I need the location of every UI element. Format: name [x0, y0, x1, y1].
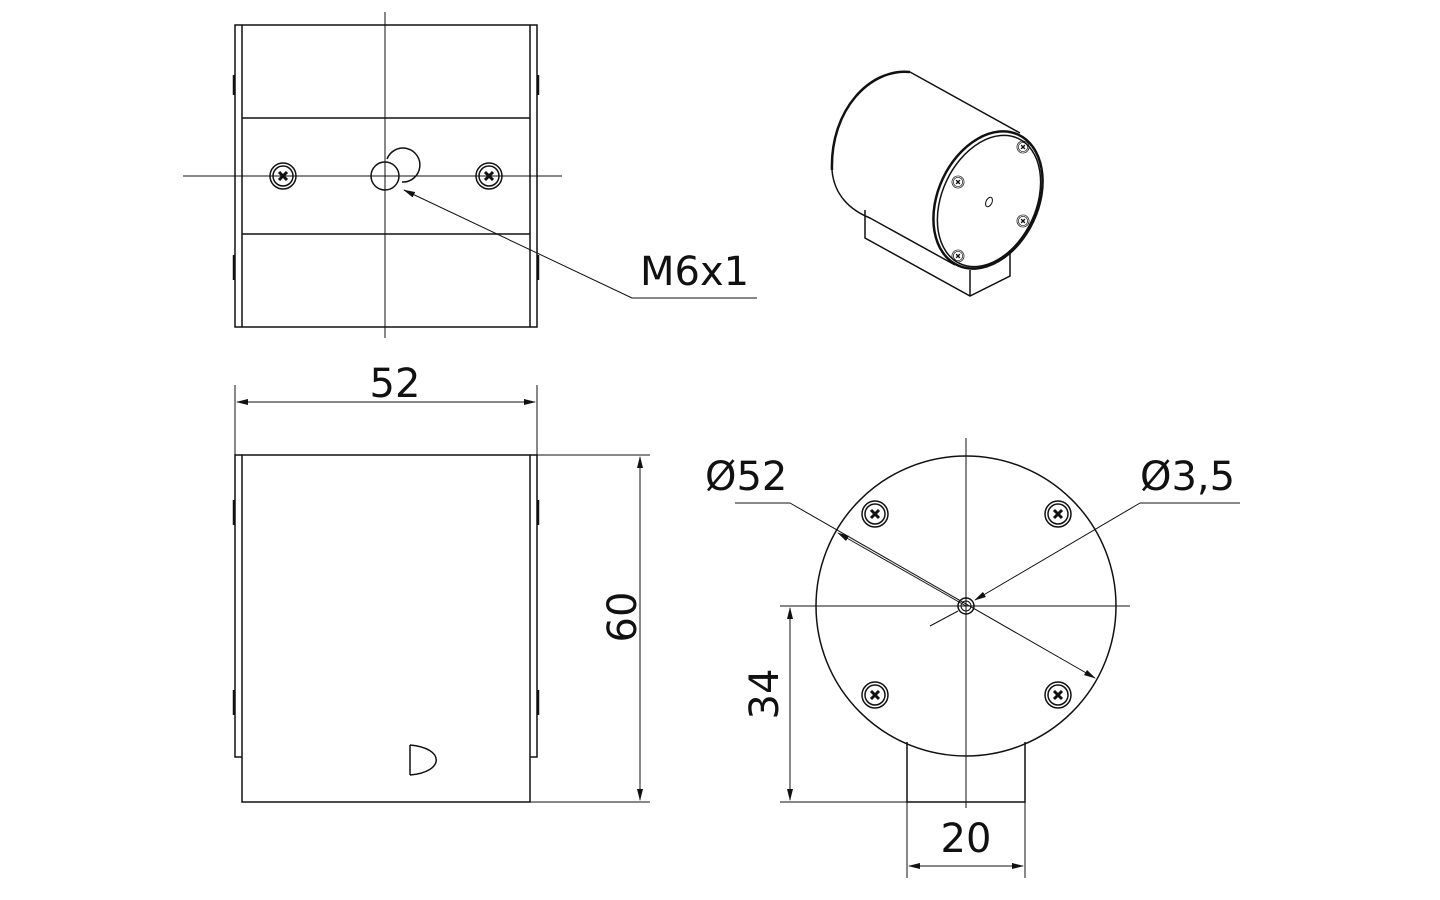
screw-icon	[1043, 680, 1073, 710]
front-view: 52 60	[232, 361, 650, 803]
base-width-dimension: 20	[941, 816, 992, 862]
screw-icon	[860, 680, 890, 710]
hole-diameter-dimension: Ø3,5	[1140, 454, 1235, 500]
top-view: M6x1	[183, 12, 757, 338]
width-dimension: 52	[370, 361, 421, 407]
side-view: Ø52 Ø3,5 34 20	[705, 438, 1240, 878]
thread-label: M6x1	[640, 249, 749, 295]
threaded-hole	[370, 161, 400, 191]
isometric-view	[830, 70, 1044, 297]
screw-icon	[1043, 499, 1073, 529]
height-dimension: 60	[600, 592, 646, 643]
center-height-dimension: 34	[742, 669, 788, 720]
center-hole	[957, 597, 975, 615]
diameter-dimension: Ø52	[705, 454, 787, 500]
screw-icon	[860, 499, 890, 529]
